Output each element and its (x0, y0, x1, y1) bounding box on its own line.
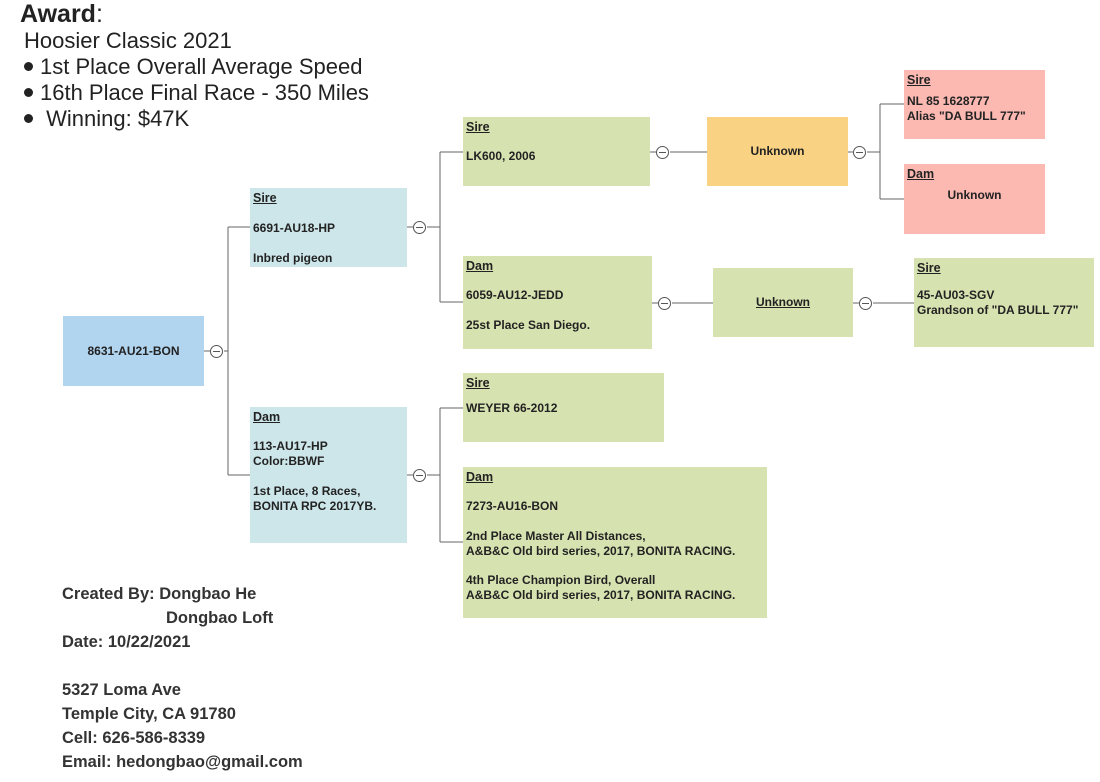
unknown-label: Unknown (756, 295, 810, 309)
sire-dam-node[interactable]: Dam 6059-AU12-JEDD 25st Place San Diego. (463, 256, 652, 349)
node-role-label: Sire (466, 120, 490, 134)
node-role-label: Sire (917, 261, 941, 275)
subject-band: 8631-AU21-BON (87, 343, 180, 358)
address-line-1: 5327 Loma Ave (62, 681, 181, 699)
node-note: Alias "DA BULL 777" (907, 109, 1026, 123)
loft-name: Dongbao Loft (166, 609, 274, 627)
collapse-toggle-icon[interactable] (859, 297, 872, 310)
node-role-label: Dam (466, 470, 494, 484)
node-note: A&B&C Old bird series, 2017, BONITA RACI… (466, 588, 736, 602)
node-note: A&B&C Old bird series, 2017, BONITA RACI… (466, 544, 736, 558)
award-race-name: Hoosier Classic 2021 (24, 28, 232, 53)
collapse-toggle-icon[interactable] (413, 221, 426, 234)
award-title: Award: (20, 0, 103, 28)
collapse-toggle-icon[interactable] (658, 297, 671, 310)
node-role-label: Sire (253, 191, 277, 205)
award-item: 1st Place Overall Average Speed (24, 54, 440, 80)
sire-node[interactable]: Sire 6691-AU18-HP Inbred pigeon (250, 188, 407, 267)
node-color: Color:BBWF (253, 454, 325, 468)
unknown-node[interactable]: Unknown (707, 117, 848, 186)
node-role-label: Sire (466, 376, 490, 390)
created-by: Created By: Dongbao He (62, 585, 257, 603)
award-item: 16th Place Final Race - 350 Miles (24, 80, 440, 106)
node-note: 2nd Place Master All Distances, (466, 529, 646, 543)
created-date: Date: 10/22/2021 (62, 633, 191, 651)
collapse-toggle-icon[interactable] (413, 469, 426, 482)
node-note: 4th Place Champion Bird, Overall (466, 573, 656, 587)
award-block: Award: Hoosier Classic 2021 1st Place Ov… (20, 0, 440, 132)
sire-sire-node[interactable]: Sire LK600, 2006 (463, 117, 650, 186)
dam-dam-node[interactable]: Dam 7273-AU16-BON 2nd Place Master All D… (463, 467, 767, 618)
collapse-toggle-icon[interactable] (853, 146, 866, 159)
node-role-label: Dam (253, 410, 281, 424)
node-band: NL 85 1628777 (907, 94, 990, 108)
node-note: Inbred pigeon (253, 251, 333, 265)
node-note: 1st Place, 8 Races, (253, 484, 361, 498)
bullet-icon (24, 113, 33, 123)
node-band: LK600, 2006 (466, 149, 536, 163)
dam-node[interactable]: Dam 113-AU17-HP Color:BBWF 1st Place, 8 … (250, 407, 407, 543)
node-band: 45-AU03-SGV (917, 288, 995, 302)
email: Email: hedongbao@gmail.com (62, 753, 303, 771)
great-grandsire-node[interactable]: Sire NL 85 1628777 Alias "DA BULL 777" (904, 70, 1045, 139)
node-role-label: Dam (466, 259, 494, 273)
cell-phone: Cell: 626-586-8339 (62, 729, 206, 747)
node-band: 7273-AU16-BON (466, 499, 559, 513)
unknown-node[interactable]: Unknown (713, 268, 853, 337)
creator-info: Created By: Dongbao He Dongbao Loft Date… (62, 582, 303, 774)
node-band: 6059-AU12-JEDD (466, 288, 564, 302)
collapse-toggle-icon[interactable] (210, 345, 223, 358)
node-band: WEYER 66-2012 (466, 401, 558, 415)
great-granddam-node[interactable]: Dam Unknown (904, 164, 1045, 234)
node-note: BONITA RPC 2017YB. (253, 499, 377, 513)
dam-sire-node[interactable]: Sire WEYER 66-2012 (463, 373, 664, 442)
bullet-icon (24, 87, 33, 97)
great-grandsire-node[interactable]: Sire 45-AU03-SGV Grandson of "DA BULL 77… (914, 258, 1094, 347)
node-role-label: Dam (907, 167, 935, 181)
node-note: 25st Place San Diego. (466, 318, 591, 332)
unknown-label: Unknown (750, 144, 805, 158)
subject-node[interactable]: 8631-AU21-BON (63, 316, 204, 386)
address-line-2: Temple City, CA 91780 (62, 705, 236, 723)
award-item: Winning: $47K (24, 106, 440, 132)
node-note: Grandson of "DA BULL 777" (917, 303, 1079, 317)
bullet-icon (24, 61, 33, 71)
node-band: 6691-AU18-HP (253, 221, 336, 235)
node-band: Unknown (947, 188, 1002, 202)
collapse-toggle-icon[interactable] (656, 146, 669, 159)
node-band: 113-AU17-HP (253, 439, 328, 453)
node-role-label: Sire (907, 73, 931, 87)
